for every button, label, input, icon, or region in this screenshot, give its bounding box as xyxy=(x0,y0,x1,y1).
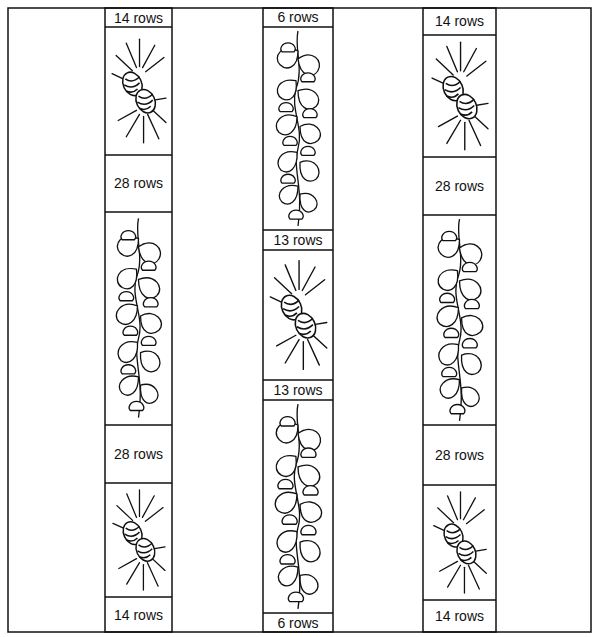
vine-motif xyxy=(275,404,321,609)
vine-motif xyxy=(276,31,320,226)
chart-strips xyxy=(105,8,496,632)
row-count-label: 13 rows xyxy=(272,233,323,248)
row-count-label: 14 rows xyxy=(434,609,485,624)
row-count-label: 14 rows xyxy=(434,14,485,29)
row-count-label: 14 rows xyxy=(113,11,164,26)
row-count-label: 14 rows xyxy=(113,608,164,623)
row-count-label: 28 rows xyxy=(434,448,485,463)
pinecone-motif xyxy=(113,490,165,590)
pinecone-motif xyxy=(270,261,327,370)
row-count-label: 28 rows xyxy=(113,176,164,191)
pinecone-motif xyxy=(432,42,488,150)
row-count-label: 28 rows xyxy=(434,179,485,194)
row-count-label: 13 rows xyxy=(272,383,323,398)
row-count-label: 6 rows xyxy=(276,10,319,25)
motifs xyxy=(112,31,488,609)
page-frame xyxy=(8,8,591,632)
vine-motif xyxy=(116,218,161,417)
row-count-label: 28 rows xyxy=(113,447,164,462)
row-count-label: 6 rows xyxy=(276,616,319,631)
pinecone-motif xyxy=(434,492,487,593)
vine-motif xyxy=(437,219,483,421)
pinecone-motif xyxy=(112,39,166,143)
